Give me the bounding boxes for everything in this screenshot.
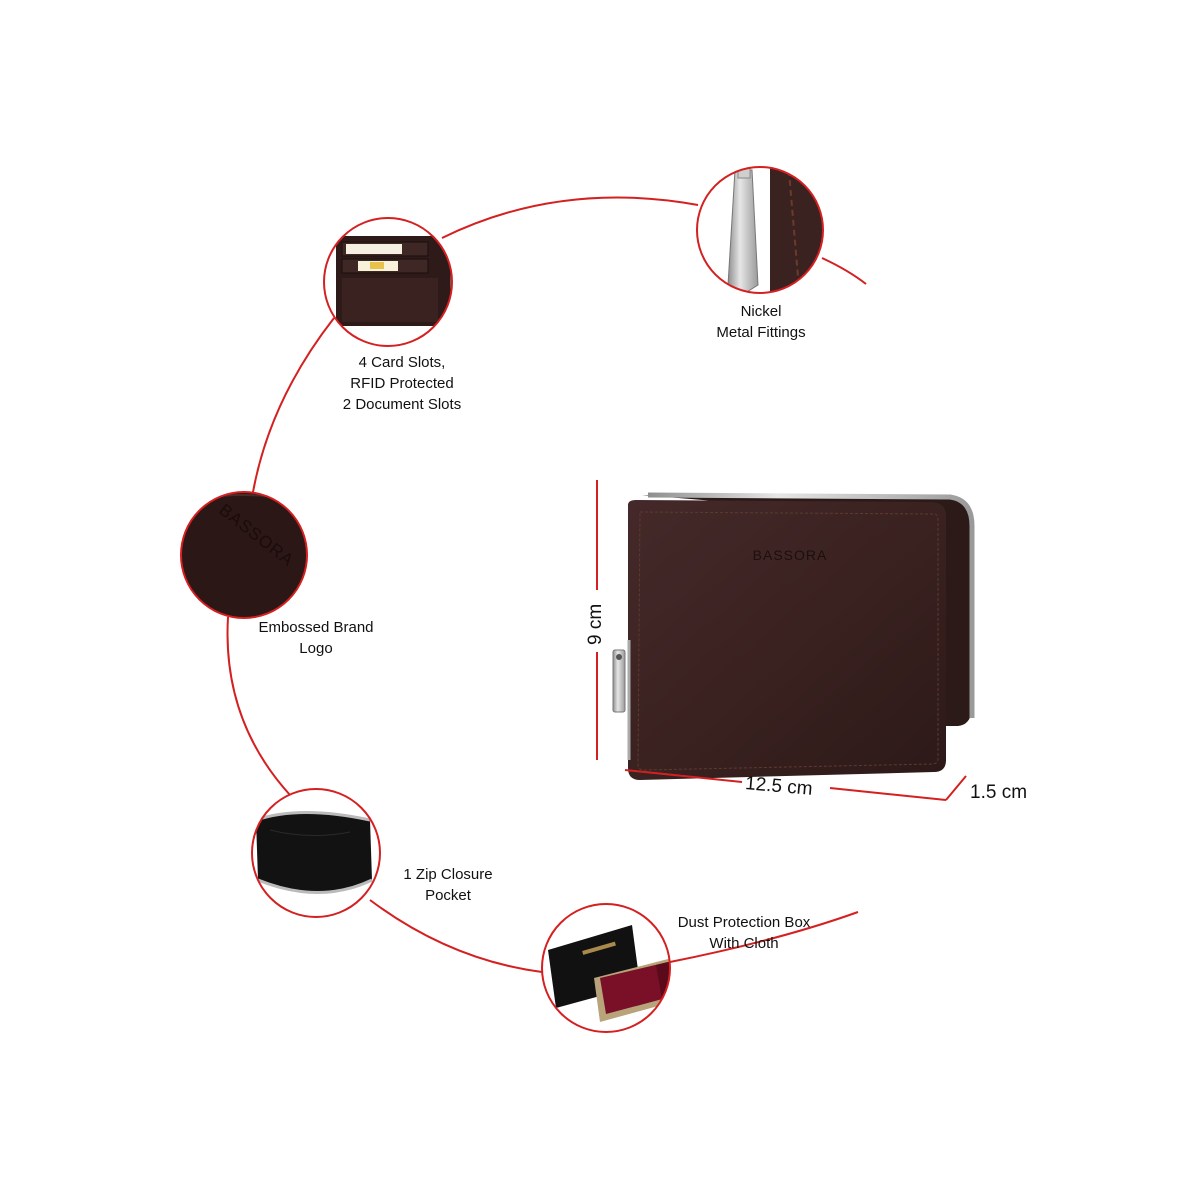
feature-label-line: 1 Zip Closure: [403, 866, 493, 883]
dust-box-thumbnail: [541, 903, 671, 1033]
feature-label-zip-pocket: 1 Zip Closure Pocket: [403, 864, 492, 906]
embossed-logo-text: BASSORA: [753, 547, 828, 563]
zip-pocket-thumbnail: [251, 788, 381, 918]
feature-label-nickel-fittings: Nickel Metal Fittings: [716, 301, 805, 343]
feature-label-embossed-logo: Embossed Brand Logo: [258, 617, 373, 659]
feature-label-dust-box: Dust Protection Box With Cloth: [678, 912, 811, 954]
nickel-fittings-thumbnail: [696, 166, 824, 294]
feature-label-line: Metal Fittings: [716, 324, 806, 341]
feature-label-line: 4 Card Slots,: [358, 354, 446, 371]
feature-label-line: Nickel: [740, 303, 782, 320]
feature-label-line: 2 Document Slots: [342, 396, 462, 413]
dimension-height: 9 cm: [585, 603, 606, 645]
feature-label-line: Dust Protection Box: [677, 914, 811, 931]
feature-label-line: RFID Protected: [350, 375, 454, 392]
connector-arc: [226, 196, 867, 973]
feature-label-line: With Cloth: [709, 935, 779, 952]
feature-label-line: Logo: [299, 640, 333, 657]
dimension-depth: 1.5 cm: [970, 782, 1028, 803]
feature-label-card-slots: 4 Card Slots, RFID Protected 2 Document …: [343, 352, 461, 415]
embossed-logo-thumbnail: BASSORA: [180, 491, 308, 619]
wallet-main-image: BASSORA: [612, 492, 975, 780]
feature-label-line: Embossed Brand: [258, 619, 374, 636]
feature-label-line: Pocket: [425, 887, 471, 904]
dimension-lines: [596, 480, 967, 801]
zipper-pull: [612, 649, 626, 713]
card-slots-thumbnail: [323, 217, 453, 347]
